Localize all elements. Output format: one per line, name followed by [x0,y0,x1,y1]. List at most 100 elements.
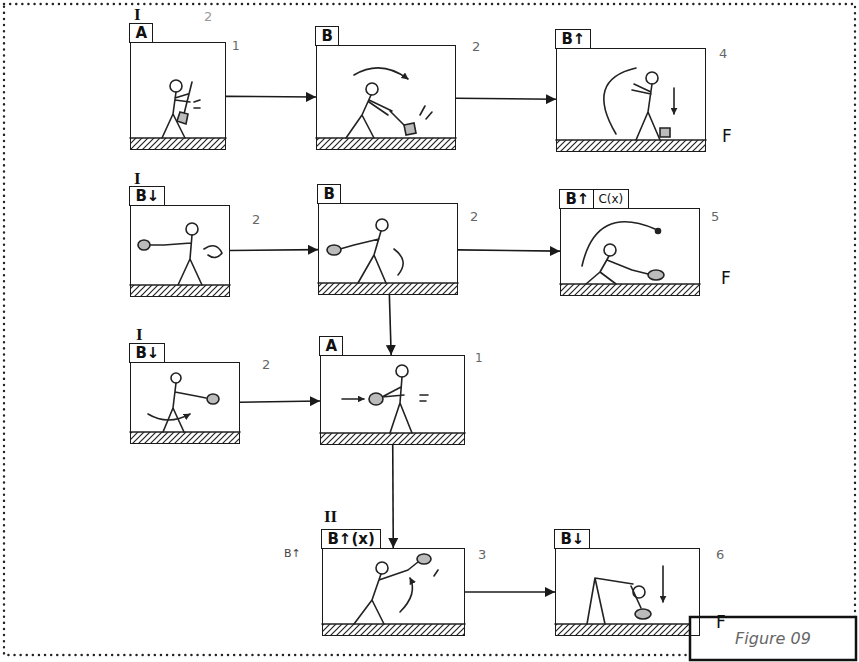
panel-note: F [722,128,732,145]
panel-note: 2 [252,213,260,226]
motion-arrow [400,578,412,612]
figure-sketch [204,246,222,258]
figure-sketch [396,365,408,377]
storyboard-panel: B↓ [555,548,700,636]
figure-sketch [376,562,388,574]
motion-arrow [673,88,675,114]
figure-sketch [417,554,431,564]
figure-sketch [322,554,465,636]
ground-line [316,137,456,139]
panel-tab: B↓ [129,186,165,206]
storyboard-panel: B↓ [130,205,230,297]
figure-sketch [369,393,383,405]
panel-tab: B [315,26,338,46]
figure-sketch [186,223,198,235]
figure-sketch [163,383,206,432]
shot-code: B↑ [565,190,589,208]
caption-box [690,617,856,660]
motion-arrow [662,566,664,602]
figure-sketch [556,68,706,152]
storyboard-panel: B↑ [556,48,706,152]
figure-sketch [130,373,240,444]
figure-sketch [354,562,418,624]
figure-sketch [376,219,388,231]
panel-note: 1 [475,352,483,364]
figure-sketch [320,365,465,445]
shot-code: B [321,27,332,45]
ground-line [130,431,240,433]
panel-note: I [134,170,141,187]
shot-code: B↑(x) [327,530,374,548]
panel-tab: B↑(x) [321,529,380,549]
shot-code: B↓ [135,344,159,362]
figure-caption: Figure 09 [690,617,856,660]
figure-sketch [194,100,200,108]
figure-sketch [130,80,226,150]
ground-hatch [560,284,700,296]
figure-sketch [130,223,230,297]
panel-note: 2 [472,40,480,53]
ground-hatch [130,432,240,444]
panel-note: F [716,614,726,631]
panel-note: F [721,270,731,287]
panel-note: 3 [478,548,486,561]
panel-tab: B↓ [129,343,165,363]
ground-hatch [555,624,700,636]
ground-hatch [318,283,458,295]
ground-line [318,282,458,284]
panel-note: I [134,6,141,23]
panel-tab: B↑C(x) [559,189,629,209]
ground-line [322,623,465,625]
figure-sketch [660,128,670,137]
panel-note: 5 [711,210,719,223]
flow-arrow [240,401,320,402]
figure-sketch [604,244,616,256]
panel-note: 2 [470,210,478,223]
ground-hatch [322,624,465,636]
figure-sketch [171,373,181,383]
figure-sketch [340,231,386,283]
figure-sketch [560,222,700,296]
ground-hatch [556,140,706,152]
ground-line [556,139,706,141]
panel-tab: B↑ [555,29,591,49]
ground-line [130,137,226,139]
figure-sketch [586,256,648,284]
ground-hatch [130,285,230,297]
figure-sketch [318,219,458,295]
figure-sketch [646,72,658,84]
shot-code: C(x) [593,190,623,208]
shot-code: B↓ [135,187,159,205]
shot-code: B [323,185,334,203]
figure-sketch [394,249,403,275]
figure-sketch [420,395,428,401]
ground-hatch [130,138,226,150]
figure-sketch [434,570,438,576]
panel-tab: B [317,184,340,204]
storyboard-panel: A [320,355,465,445]
figure-sketch [346,95,408,138]
panel-note: 1 [232,40,240,52]
dotted-frame [4,4,855,655]
figure-sketch [633,586,645,598]
figure-sketch [366,83,378,95]
ground-hatch [316,138,456,150]
figure-sketch [635,609,651,619]
panel-tab: A [129,23,153,43]
panel-note: 4 [719,47,727,60]
shot-code: B↓ [560,530,584,548]
motion-arrow [354,68,408,79]
panel-note: B↑ [284,548,301,559]
panel-note: I [136,326,143,343]
shot-code: A [325,337,337,355]
motion-arc [582,222,655,266]
panel-note: 6 [716,548,724,561]
storyboard-panel: B↓ [130,362,240,444]
motion-arrow [342,398,364,400]
panel-note: 2 [204,10,212,23]
figure-sketch [207,394,219,404]
ground-line [560,283,700,285]
panel-note: II [324,508,337,525]
shot-code: A [135,24,147,42]
